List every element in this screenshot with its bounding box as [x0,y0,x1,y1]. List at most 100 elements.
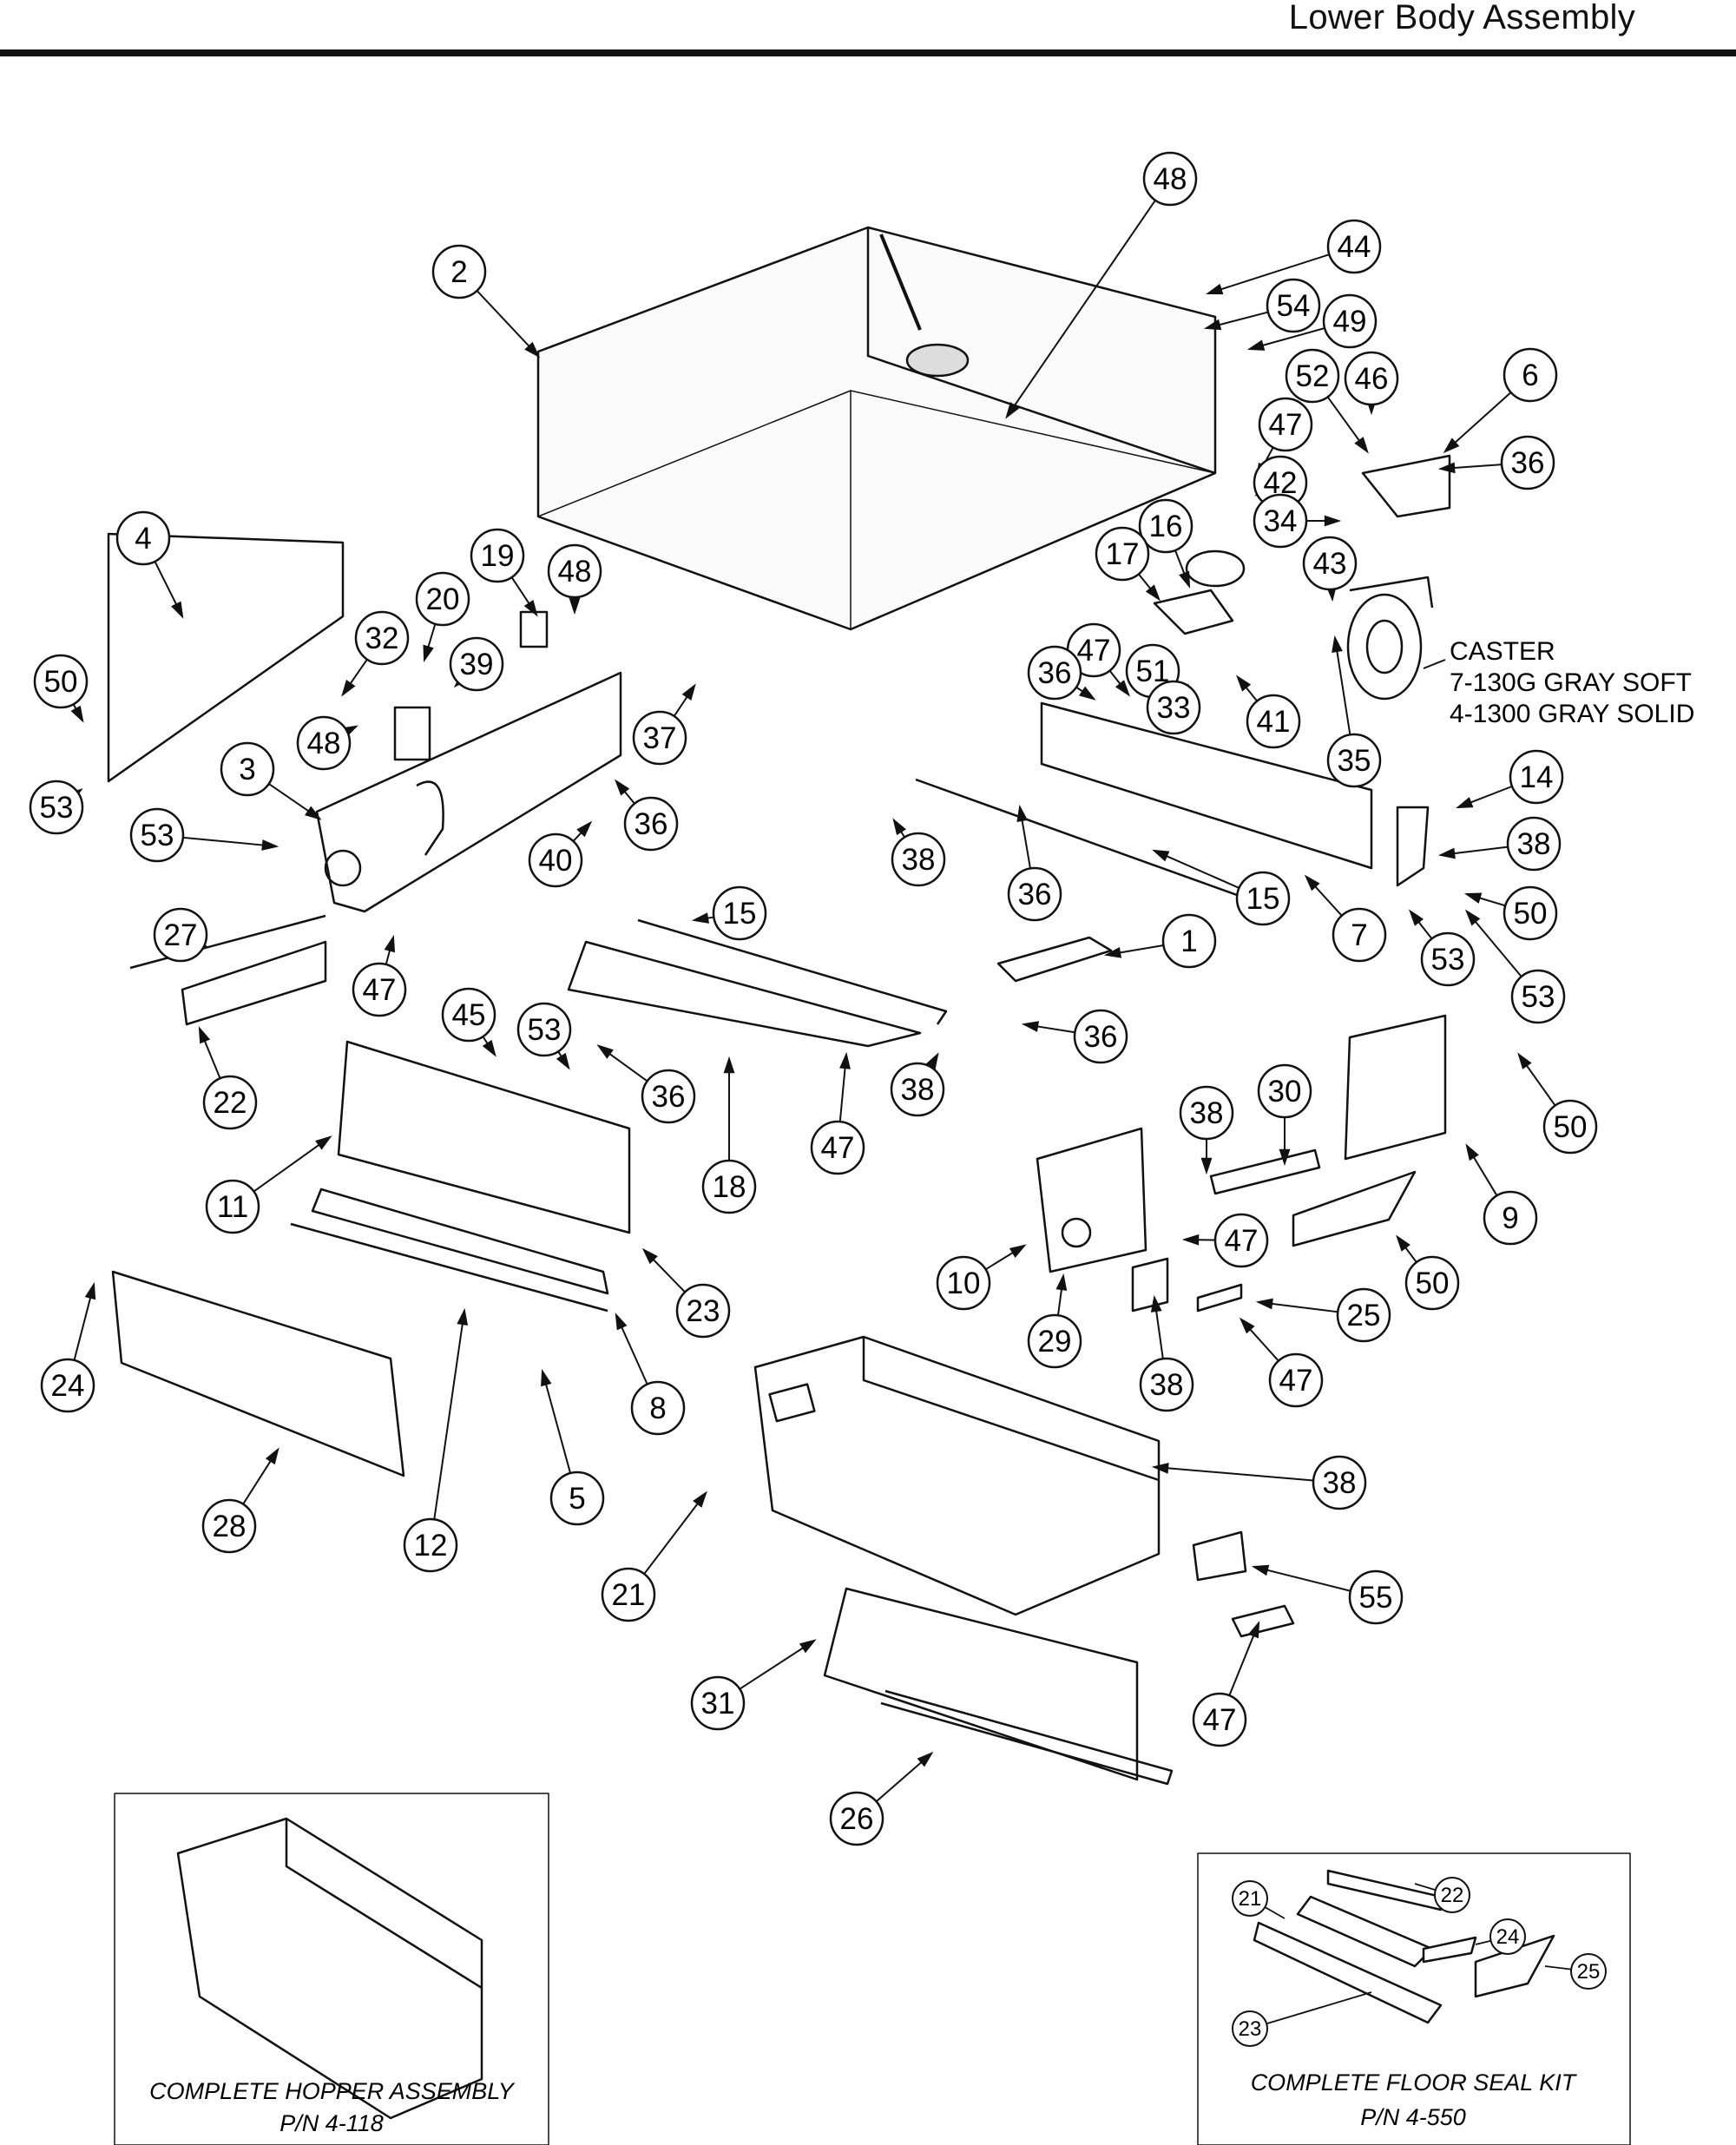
inset-callout-number: 25 [1577,1960,1601,1984]
callout-number: 7 [1351,918,1367,952]
callout-53: 53 [1420,931,1476,987]
callout-number: 48 [558,555,592,589]
leader-arrowhead [171,601,184,619]
callout-bubble [1268,1352,1324,1408]
callout-40: 40 [528,832,583,888]
callout-number: 53 [40,791,74,825]
callout-29: 29 [1027,1313,1082,1369]
caster-note-line: 4-1300 GRAY SOLID [1450,700,1694,728]
leader-line [1263,1301,1338,1313]
callout-24: 24 [40,1358,95,1413]
leader-arrowhead [1456,797,1474,809]
part-hopper-8 [753,1335,1161,1616]
callout-number: 53 [1522,980,1555,1014]
callout-41: 41 [1246,694,1301,749]
callout-number: 36 [635,807,668,841]
leader-arrowhead [1437,462,1456,474]
leader-arrowhead [541,1368,552,1387]
callout-number: 40 [539,844,573,878]
leader-arrowhead [723,1056,735,1074]
callout-bubble [1500,435,1555,490]
callout-44: 44 [1326,219,1382,274]
callout-number: 38 [902,843,936,877]
callout-number: 39 [460,648,494,681]
callout-bubble [1348,1569,1404,1625]
callout-number: 41 [1257,705,1291,739]
callout-38: 38 [1179,1085,1234,1141]
callout-47: 47 [1192,1692,1247,1747]
callout-bubble [431,244,487,299]
inset-floor-seal-drawing [1253,1869,1555,2024]
callout-35: 35 [1326,733,1382,788]
callout-bubble [1179,1085,1234,1141]
callout-bubble [549,1471,605,1526]
leader-line [154,561,181,613]
callout-number: 1 [1180,924,1197,958]
callout-10: 10 [936,1255,991,1311]
leader-arrowhead [1181,1234,1200,1246]
callout-52: 52 [1285,348,1340,404]
leader-line [1211,311,1269,328]
leader-arrowhead [1179,570,1191,589]
part-strip-29 [1196,1283,1243,1313]
callout-6: 6 [1503,347,1558,403]
leader-arrowhead [1354,437,1369,454]
callout-bubble [1336,1287,1391,1343]
leader-line [1521,1058,1556,1107]
callout-number: 18 [713,1170,746,1204]
callout-38: 38 [1506,816,1562,872]
part-bracket-6 [1361,454,1451,518]
callout-bubble [1139,1357,1194,1412]
leader-arrowhead [1247,1621,1260,1639]
leader-line [542,1376,572,1474]
leader-arrowhead [305,806,322,820]
leader-arrowhead [315,1135,332,1150]
callout-bubble [1420,931,1476,987]
callout-number: 33 [1157,691,1191,725]
leader-arrowhead [1055,1273,1068,1291]
callout-15: 15 [712,885,767,941]
leader-arrowhead [1437,847,1456,859]
callout-39: 39 [449,636,504,692]
callout-bubble [528,832,583,888]
callout-number: 8 [649,1392,666,1425]
callout-bubble [1257,1063,1312,1119]
leader-line [643,1497,704,1575]
leader-arrowhead [917,1751,934,1767]
callout-bubble [354,610,410,666]
leader-arrowhead [1115,680,1130,697]
callout-bubble [1007,866,1062,922]
callout-47: 47 [810,1120,865,1175]
callout-50: 50 [1404,1255,1460,1311]
inset-hopper-frame [114,1793,549,2145]
leader-line [1159,852,1240,889]
callout-36: 36 [1007,866,1062,922]
floor-seal-inset-pn: P/N 4-550 [1360,2104,1466,2130]
inset-leader-line [1475,1939,1491,1945]
callout-bubble [1246,694,1301,749]
callout-38: 38 [1139,1357,1194,1412]
callout-number: 15 [723,897,757,931]
leader-arrowhead [1443,438,1460,454]
caster-note-line: CASTER [1450,637,1555,666]
callout-bubble [547,543,602,599]
leader-line [739,1642,811,1690]
callout-18: 18 [701,1159,757,1214]
part-bracket-10 [1036,1127,1147,1273]
parts-drawing [107,226,1631,2145]
inset-callout-22: 22 [1434,1877,1470,1913]
part-strip-15-mid [637,918,948,1025]
callout-36: 36 [1500,435,1555,490]
leader-arrowhead [691,912,709,924]
callout-8: 8 [630,1380,686,1436]
callout-bubble [415,571,470,627]
callout-bubble [1326,733,1382,788]
callout-number: 37 [643,721,677,755]
leader-line [617,1319,648,1385]
callout-number: 47 [363,973,397,1007]
callout-23: 23 [675,1283,731,1339]
callout-36: 36 [1027,645,1082,701]
callout-number: 36 [1084,1020,1118,1054]
